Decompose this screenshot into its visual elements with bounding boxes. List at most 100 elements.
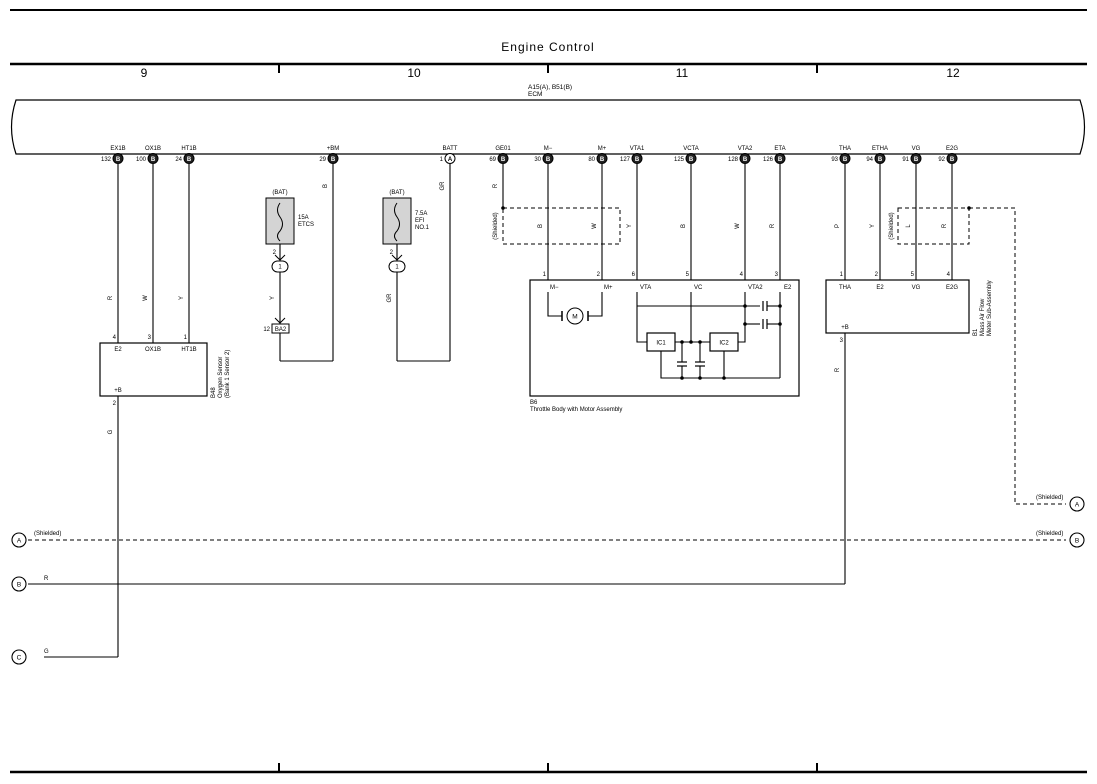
wire-color-vcta: B: [681, 224, 687, 228]
svg-text:A: A: [1075, 502, 1080, 509]
wire-color-ex1b: R: [108, 295, 114, 300]
svg-text:Meter Sub-Assembly: Meter Sub-Assembly: [987, 280, 993, 336]
svg-text:M: M: [572, 314, 577, 321]
wire-color-ox1b: W: [143, 295, 149, 301]
svg-text:1: 1: [840, 272, 844, 278]
ecm-pin-number: 92: [938, 157, 945, 163]
ecm-pin-name: M+: [598, 146, 607, 152]
svg-text:B: B: [17, 582, 21, 589]
svg-text:IC1: IC1: [656, 341, 666, 347]
ecm-pin-name: VTA1: [630, 146, 645, 152]
svg-text:+B: +B: [114, 388, 122, 394]
connector-terminal: [774, 153, 786, 164]
connector-letter: B: [743, 157, 748, 163]
connector-letter: A: [448, 157, 453, 163]
wire-color-etha: Y: [870, 224, 876, 228]
offpage-a-left: A: [11, 532, 27, 548]
ecm-body: [10, 99, 1086, 155]
svg-text:3: 3: [840, 338, 844, 344]
connector-letter: B: [914, 157, 919, 163]
connector-letter: B: [600, 157, 605, 163]
svg-text:THA: THA: [839, 285, 851, 291]
ecm-pin-number: 127: [620, 157, 631, 163]
ecm-pin-number: 69: [489, 157, 496, 163]
svg-text:OX1B: OX1B: [145, 347, 161, 353]
connector-letter: B: [950, 157, 955, 163]
ecm-pin-number: 80: [588, 157, 595, 163]
ecm-pin-number: 128: [728, 157, 739, 163]
connector-terminal: [685, 153, 697, 164]
connector-letter: B: [778, 157, 783, 163]
section-number: 11: [676, 66, 689, 80]
svg-text:3: 3: [775, 272, 779, 278]
ecm-pin-name: ETA: [774, 146, 785, 152]
svg-text:M−: M−: [550, 285, 559, 291]
svg-text:BA2: BA2: [275, 327, 287, 333]
ecm-pin-number: 1: [440, 157, 444, 163]
svg-text:Oxygen Sensor: Oxygen Sensor: [218, 357, 224, 398]
svg-text:2: 2: [113, 401, 117, 407]
connector-letter: B: [501, 157, 506, 163]
connector-terminal: [874, 153, 886, 164]
svg-text:5: 5: [686, 272, 690, 278]
connector-terminal: [631, 153, 643, 164]
svg-text:B48: B48: [211, 387, 217, 398]
ecm-pin-name: BATT: [443, 146, 458, 152]
svg-text:6: 6: [632, 272, 636, 278]
svg-text:12: 12: [263, 327, 270, 333]
wire-color-ge01: R: [493, 183, 499, 188]
ecm-pin-name: THA: [839, 146, 851, 152]
ecm-pin-number: 24: [175, 157, 182, 163]
svg-text:M+: M+: [604, 285, 613, 291]
wire-color-e2g: R: [942, 223, 948, 228]
svg-text:E2: E2: [114, 347, 122, 353]
shield-lines: [28, 207, 1066, 541]
wire-color-maf-b: R: [835, 367, 841, 372]
svg-text:Throttle Body with Motor Assem: Throttle Body with Motor Assembly: [530, 407, 622, 413]
shield-label: (Shielded): [1036, 531, 1063, 537]
ecm-pin-name: VG: [912, 146, 921, 152]
ecm-pin-name: ETHA: [872, 146, 888, 152]
svg-text:4: 4: [113, 335, 117, 341]
fuse-etcs: (BAT) 15A ETCS 2 1 BA2 12: [263, 190, 314, 334]
connector-letter: B: [843, 157, 848, 163]
svg-text:VC: VC: [694, 285, 703, 291]
svg-text:B1: B1: [973, 328, 979, 336]
connector-letter: B: [187, 157, 192, 163]
connector-terminal: [542, 153, 554, 164]
throttle-body: 1 2 6 5 4 3 M− M+ VTA VC VTA2 E2 M IC1 I…: [529, 272, 800, 413]
svg-text:2: 2: [390, 250, 394, 256]
wire-color-line-c: G: [44, 649, 49, 655]
offpage-c-left: C: [11, 649, 27, 665]
wire-color-o2-b: G: [108, 429, 114, 434]
svg-text:1: 1: [395, 265, 399, 271]
ecm-pin-name: EX1B: [110, 146, 125, 152]
shield-ground-node: [501, 206, 505, 210]
svg-text:IC2: IC2: [719, 341, 729, 347]
ecm-pin-name: M−: [544, 146, 553, 152]
svg-text:B6: B6: [530, 400, 538, 406]
wire-color-tha: P: [835, 224, 841, 228]
connector-letter: B: [546, 157, 551, 163]
wire-color-vta2: W: [735, 223, 741, 229]
offpage-b-left: B: [11, 576, 27, 592]
ecm-pin-number: 93: [831, 157, 838, 163]
svg-text:VTA2: VTA2: [748, 285, 763, 291]
wire-color-vg: L: [906, 224, 912, 228]
connector-letter: B: [635, 157, 640, 163]
ecm-pin-vta1: VTA1 127 B: [620, 146, 645, 164]
ecm-pin-number: 100: [136, 157, 147, 163]
section-number: 9: [141, 66, 148, 80]
wire-color-vta1: Y: [627, 224, 633, 228]
connector-terminal: [112, 153, 124, 164]
wire-color-batt: GR: [440, 181, 446, 191]
